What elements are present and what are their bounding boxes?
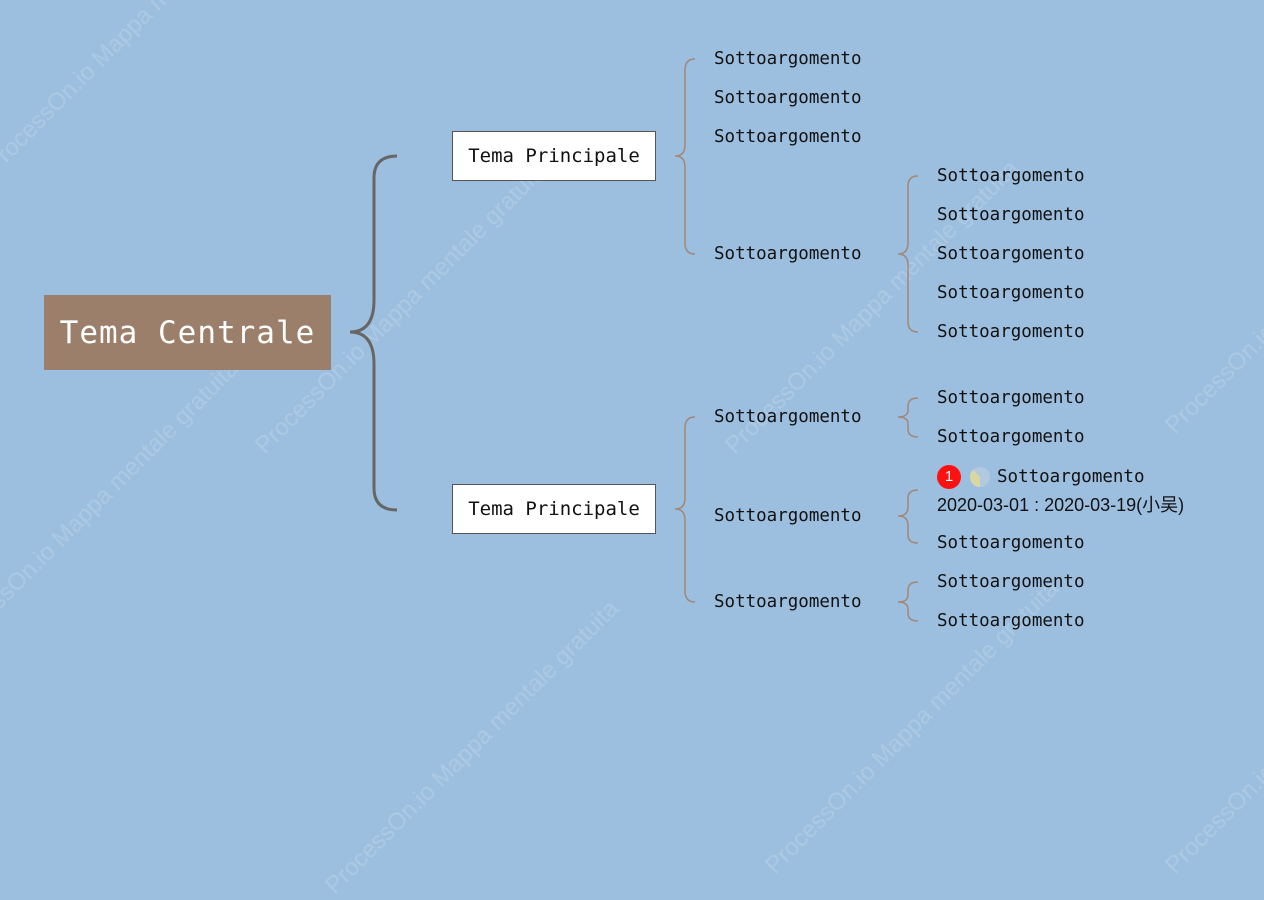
main-topic-2[interactable]: Tema Principale (452, 484, 656, 534)
subtopic-1-1[interactable]: Sottoargomento (714, 49, 862, 69)
connector-layer (349, 58, 919, 622)
main-1-bracket (674, 58, 696, 255)
subtopic-1-4-child-4[interactable]: Sottoargomento (937, 283, 1085, 303)
subtopic-2-3-child-2[interactable]: Sottoargomento (937, 611, 1085, 631)
main-2-bracket (674, 416, 696, 603)
subtopic-1-4-child-5[interactable]: Sottoargomento (937, 322, 1085, 342)
subtopic-1-3[interactable]: Sottoargomento (714, 127, 862, 147)
subtopic-1-4-child-3[interactable]: Sottoargomento (937, 244, 1085, 264)
main-topic-1[interactable]: Tema Principale (452, 131, 656, 181)
task-dates: 2020-03-01 : 2020-03-19(小吴) (937, 495, 1185, 515)
priority-badge: 1 (937, 465, 961, 489)
subtopic-1-4-child-2[interactable]: Sottoargomento (937, 205, 1085, 225)
central-bracket (349, 154, 398, 512)
subtopic-2-2[interactable]: Sottoargomento (714, 506, 862, 526)
progress-pie-icon (970, 467, 990, 487)
subtopic-2-3[interactable]: Sottoargomento (714, 592, 862, 612)
subtopic-2-3-child-1[interactable]: Sottoargomento (937, 572, 1085, 592)
subtopic-2-1[interactable]: Sottoargomento (714, 407, 862, 427)
sub-1-4-bracket (897, 175, 919, 333)
subtopic-1-2[interactable]: Sottoargomento (714, 88, 862, 108)
central-topic[interactable]: Tema Centrale (44, 295, 331, 370)
sub-2-1-bracket (897, 397, 919, 438)
subtopic-2-1-child-1[interactable]: Sottoargomento (937, 388, 1085, 408)
subtopic-2-2-child-2[interactable]: Sottoargomento (937, 533, 1085, 553)
sub-2-3-bracket (897, 581, 919, 622)
subtopic-2-1-child-2[interactable]: Sottoargomento (937, 427, 1085, 447)
subtopic-1-4-child-1[interactable]: Sottoargomento (937, 166, 1085, 186)
sub-2-2-bracket (897, 489, 919, 544)
task-label: Sottoargomento (997, 467, 1145, 487)
subtopic-1-4[interactable]: Sottoargomento (714, 244, 862, 264)
task-node[interactable]: 1 Sottoargomento (937, 465, 1145, 489)
